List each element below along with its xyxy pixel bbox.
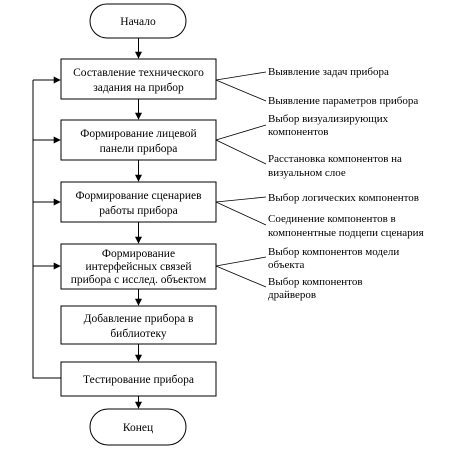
step-3-box: Формирование сценариев работы прибора <box>60 181 217 223</box>
step-1-line-2: задания на прибор <box>93 82 184 94</box>
note-8-line-2: драйверов <box>268 289 316 301</box>
start-label: Начало <box>120 16 156 28</box>
step-4-line-3: прибора с исслед. объектом <box>71 274 207 286</box>
connector-note-5 <box>215 196 267 203</box>
step-4-line-2: интерфейсных связей <box>86 261 192 273</box>
step-2-box: Формирование лицевой панели прибора <box>60 119 217 161</box>
step-5-box: Добавление прибора в библиотеку <box>60 305 217 345</box>
note-7-line-2: объекта <box>268 259 305 271</box>
note-7-line-1: Выбор компонентов модели <box>268 246 399 258</box>
note-4-line-2: визуальном слое <box>268 167 346 179</box>
step-4-line-1: Формирование <box>102 248 175 260</box>
connector-note-4 <box>215 139 267 165</box>
connector-note-3 <box>215 124 267 141</box>
note-connectors <box>215 71 267 288</box>
step-2-line-2: панели прибора <box>100 143 178 155</box>
note-6-line-1: Соединение компонентов в <box>268 213 396 225</box>
step-5-line-2: библиотеку <box>110 328 167 340</box>
note-8-line-1: Выбор компонентов <box>268 276 363 288</box>
note-1-line-1: Выявление задач прибора <box>268 66 389 78</box>
note-2-line-1: Выявление параметров прибора <box>268 95 418 107</box>
note-5-line-1: Выбор логических компонентов <box>268 192 419 204</box>
note-3-line-1: Выбор визуализирующих <box>268 113 389 125</box>
connector-note-7 <box>215 256 267 267</box>
connector-note-8 <box>215 265 267 288</box>
note-4-line-1: Расстановка компонентов на <box>268 153 402 165</box>
connector-note-2 <box>215 79 267 102</box>
feedback-trunk <box>32 80 61 379</box>
feedback-loop <box>32 76 61 379</box>
step-1-line-1: Составление технического <box>73 67 204 79</box>
connector-note-1 <box>215 71 267 81</box>
step-3-line-1: Формирование сценариев <box>75 190 202 202</box>
note-3-line-2: компонентов <box>268 126 328 138</box>
start-terminator: Начало <box>89 3 187 39</box>
note-6-line-2: компонентные подцепи сценария <box>268 227 424 239</box>
step-2-line-1: Формирование лицевой <box>80 128 196 140</box>
step-6-line-1: Тестирование прибора <box>83 374 194 386</box>
end-label: Конец <box>123 422 153 434</box>
step-3-line-2: работы прибора <box>99 205 177 217</box>
step-5-line-1: Добавление прибора в <box>84 313 194 325</box>
step-6-box: Тестирование прибора <box>60 361 217 397</box>
step-4-box: Формирование интерфейсных связей прибора… <box>60 243 217 290</box>
connector-note-6 <box>215 201 267 226</box>
end-terminator: Конец <box>89 408 187 446</box>
step-1-box: Составление технического задания на приб… <box>60 58 217 100</box>
notes: Выявление задач прибора Выявление параме… <box>268 66 424 301</box>
